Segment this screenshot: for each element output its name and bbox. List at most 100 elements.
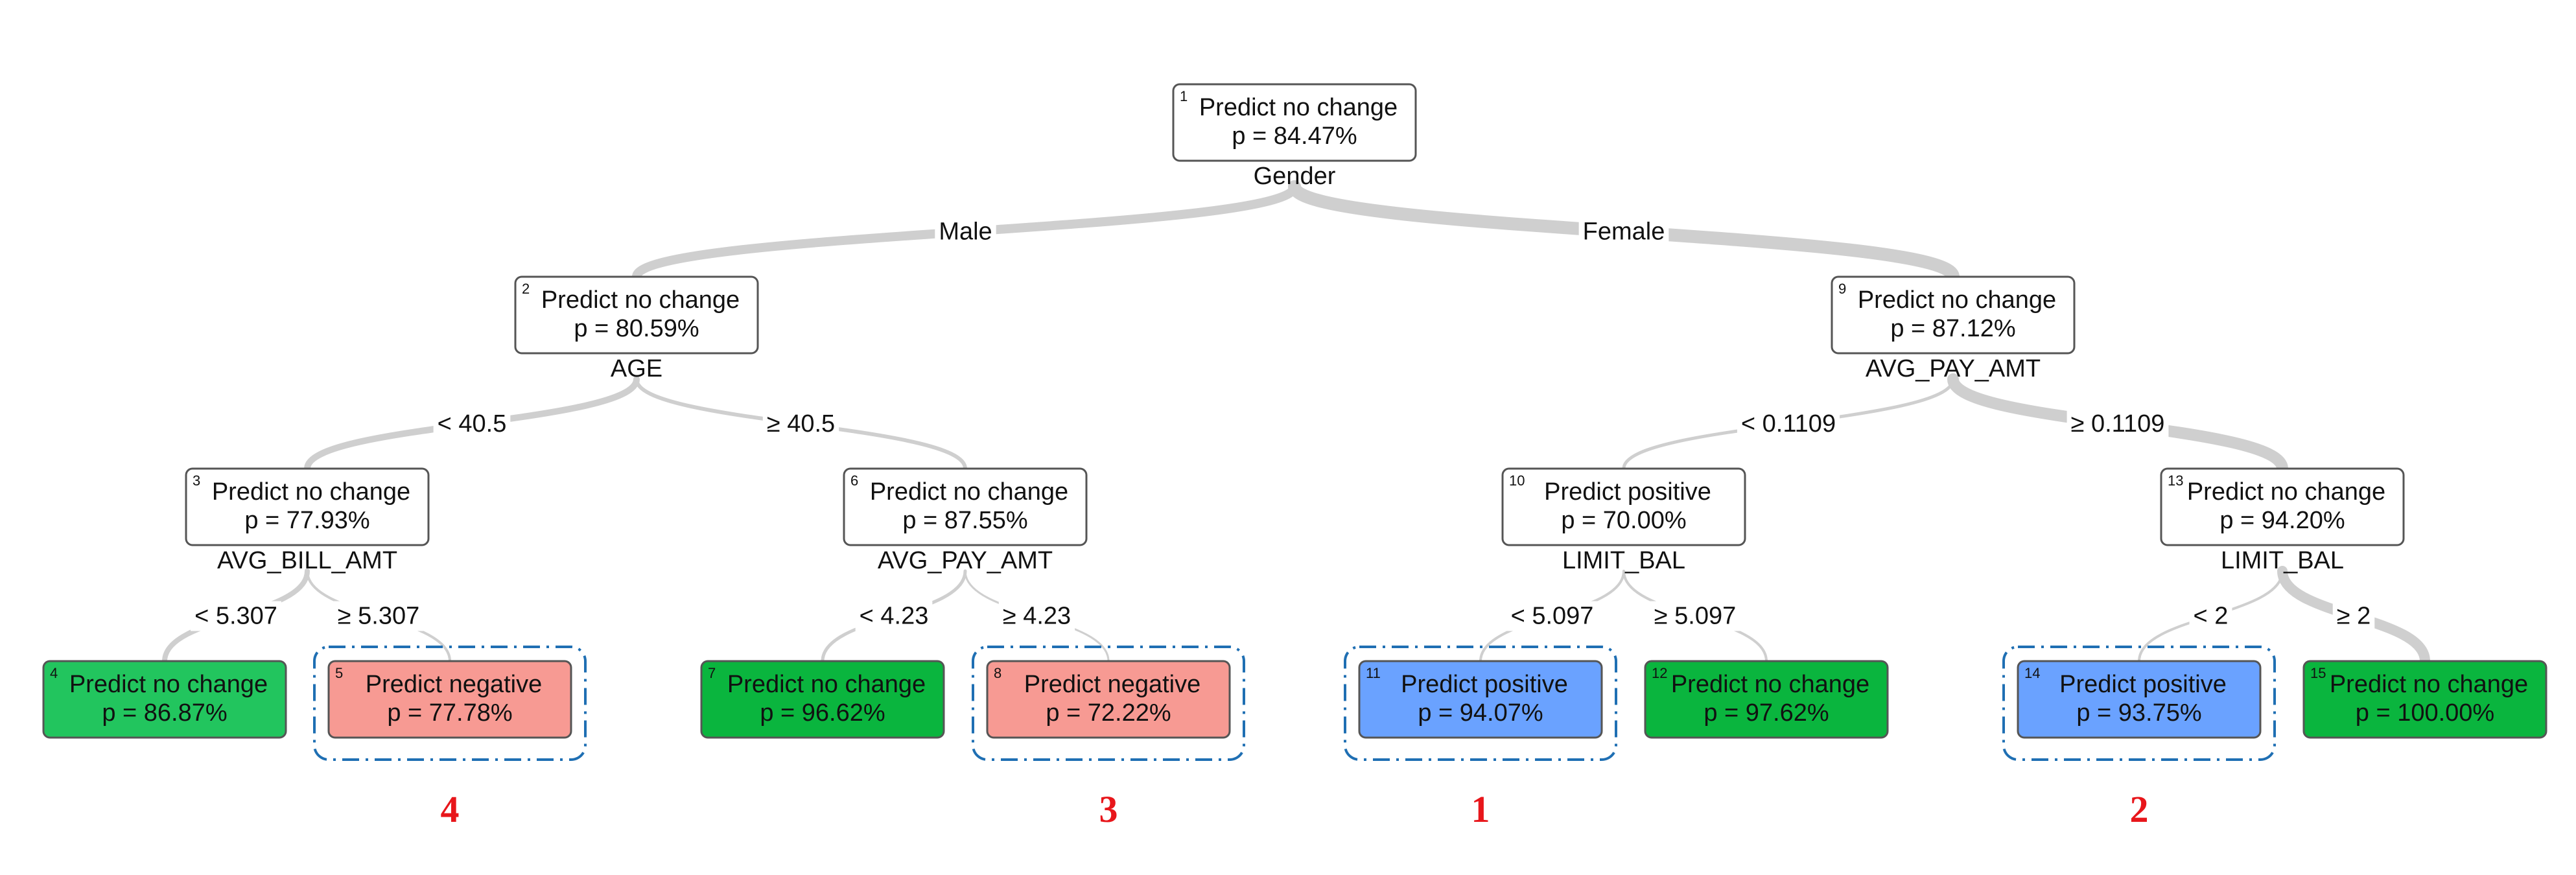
edge-label-6-7: < 4.23 bbox=[860, 603, 929, 630]
node-probability-8: p = 72.22% bbox=[1046, 699, 1171, 727]
node-probability-11: p = 94.07% bbox=[1418, 699, 1543, 727]
node-probability-4: p = 86.87% bbox=[102, 699, 227, 727]
node-split-6: AVG_PAY_AMT bbox=[878, 547, 1053, 574]
edge-label-6-8: ≥ 4.23 bbox=[1003, 603, 1071, 630]
node-id-4: 4 bbox=[50, 665, 58, 681]
edge-label-bg-1-9 bbox=[1578, 216, 1669, 247]
node-id-3: 3 bbox=[193, 472, 200, 489]
highlight-box-node-11 bbox=[1344, 646, 1617, 761]
node-prediction-6: Predict no change bbox=[870, 478, 1068, 506]
rank-label-node-14: 2 bbox=[2130, 788, 2149, 830]
node-id-15: 15 bbox=[2310, 665, 2326, 681]
node-id-10: 10 bbox=[1509, 472, 1525, 489]
node-prediction-14: Predict positive bbox=[2059, 671, 2227, 698]
node-id-5: 5 bbox=[335, 665, 343, 681]
node-split-2: AGE bbox=[611, 355, 662, 382]
node-box-10 bbox=[1501, 467, 1746, 546]
edge-label-bg-6-8 bbox=[998, 601, 1075, 631]
edge-label-13-15: ≥ 2 bbox=[2337, 603, 2371, 630]
node-box-15 bbox=[2302, 660, 2547, 739]
node-prediction-12: Predict no change bbox=[1671, 671, 1869, 698]
edge-label-bg-10-12 bbox=[1650, 601, 1740, 631]
node-probability-6: p = 87.55% bbox=[902, 507, 1027, 534]
node-id-8: 8 bbox=[994, 665, 1001, 681]
node-id-14: 14 bbox=[2024, 665, 2040, 681]
node-id-12: 12 bbox=[1652, 665, 1667, 681]
node-id-7: 7 bbox=[708, 665, 716, 681]
edge-label-bg-3-5 bbox=[333, 601, 424, 631]
node-box-12 bbox=[1644, 660, 1889, 739]
node-probability-15: p = 100.00% bbox=[2356, 699, 2494, 727]
node-prediction-7: Predict no change bbox=[727, 671, 926, 698]
edge-label-2-3: < 40.5 bbox=[438, 410, 507, 438]
node-prediction-4: Predict no change bbox=[69, 671, 268, 698]
node-split-10: LIMIT_BAL bbox=[1562, 547, 1685, 574]
node-probability-14: p = 93.75% bbox=[2076, 699, 2201, 727]
edge-label-bg-9-13 bbox=[2067, 409, 2169, 439]
node-prediction-9: Predict no change bbox=[1858, 286, 2056, 314]
highlight-box-node-8 bbox=[972, 646, 1245, 761]
node-box-3 bbox=[185, 467, 430, 546]
node-id-9: 9 bbox=[1838, 281, 1846, 297]
node-box-14 bbox=[2017, 660, 2262, 739]
edge-label-bg-9-10 bbox=[1737, 409, 1840, 439]
edge-label-13-14: < 2 bbox=[2194, 603, 2229, 630]
node-split-1: Gender bbox=[1254, 163, 1336, 190]
node-prediction-11: Predict positive bbox=[1401, 671, 1568, 698]
edge-label-bg-3-4 bbox=[191, 601, 281, 631]
edge-label-3-5: ≥ 5.307 bbox=[338, 603, 420, 630]
node-id-13: 13 bbox=[2168, 472, 2183, 489]
edge-label-bg-6-7 bbox=[855, 601, 933, 631]
node-prediction-10: Predict positive bbox=[1544, 478, 1711, 506]
node-id-11: 11 bbox=[1366, 665, 1381, 681]
highlight-box-node-14 bbox=[2002, 646, 2276, 761]
node-box-4 bbox=[42, 660, 287, 739]
edge-label-bg-1-2 bbox=[935, 216, 996, 247]
edge-label-10-12: ≥ 5.097 bbox=[1654, 603, 1737, 630]
node-probability-7: p = 96.62% bbox=[760, 699, 885, 727]
node-probability-1: p = 84.47% bbox=[1232, 122, 1357, 150]
node-split-13: LIMIT_BAL bbox=[2221, 547, 2344, 574]
node-box-5 bbox=[327, 660, 572, 739]
node-probability-2: p = 80.59% bbox=[574, 315, 699, 342]
node-id-1: 1 bbox=[1180, 88, 1188, 104]
node-probability-13: p = 94.20% bbox=[2219, 507, 2345, 534]
node-probability-12: p = 97.62% bbox=[1704, 699, 1829, 727]
node-prediction-5: Predict negative bbox=[366, 671, 543, 698]
node-split-9: AVG_PAY_AMT bbox=[1866, 355, 2041, 382]
node-probability-9: p = 87.12% bbox=[1890, 315, 2015, 342]
node-prediction-2: Predict no change bbox=[541, 286, 740, 314]
node-box-6 bbox=[843, 467, 1088, 546]
edge-label-1-2: Male bbox=[939, 218, 992, 246]
node-box-8 bbox=[986, 660, 1231, 739]
node-probability-10: p = 70.00% bbox=[1561, 507, 1686, 534]
edge-label-bg-13-15 bbox=[2332, 601, 2375, 631]
rank-label-node-8: 3 bbox=[1099, 788, 1118, 830]
node-box-2 bbox=[514, 275, 759, 355]
node-prediction-13: Predict no change bbox=[2187, 478, 2385, 506]
rank-label-node-11: 1 bbox=[1471, 788, 1490, 830]
node-probability-3: p = 77.93% bbox=[244, 507, 369, 534]
node-prediction-1: Predict no change bbox=[1199, 94, 1398, 121]
node-prediction-8: Predict negative bbox=[1024, 671, 1201, 698]
edge-label-3-4: < 5.307 bbox=[194, 603, 277, 630]
node-box-9 bbox=[1831, 275, 2076, 355]
node-prediction-15: Predict no change bbox=[2330, 671, 2528, 698]
node-box-13 bbox=[2160, 467, 2405, 546]
